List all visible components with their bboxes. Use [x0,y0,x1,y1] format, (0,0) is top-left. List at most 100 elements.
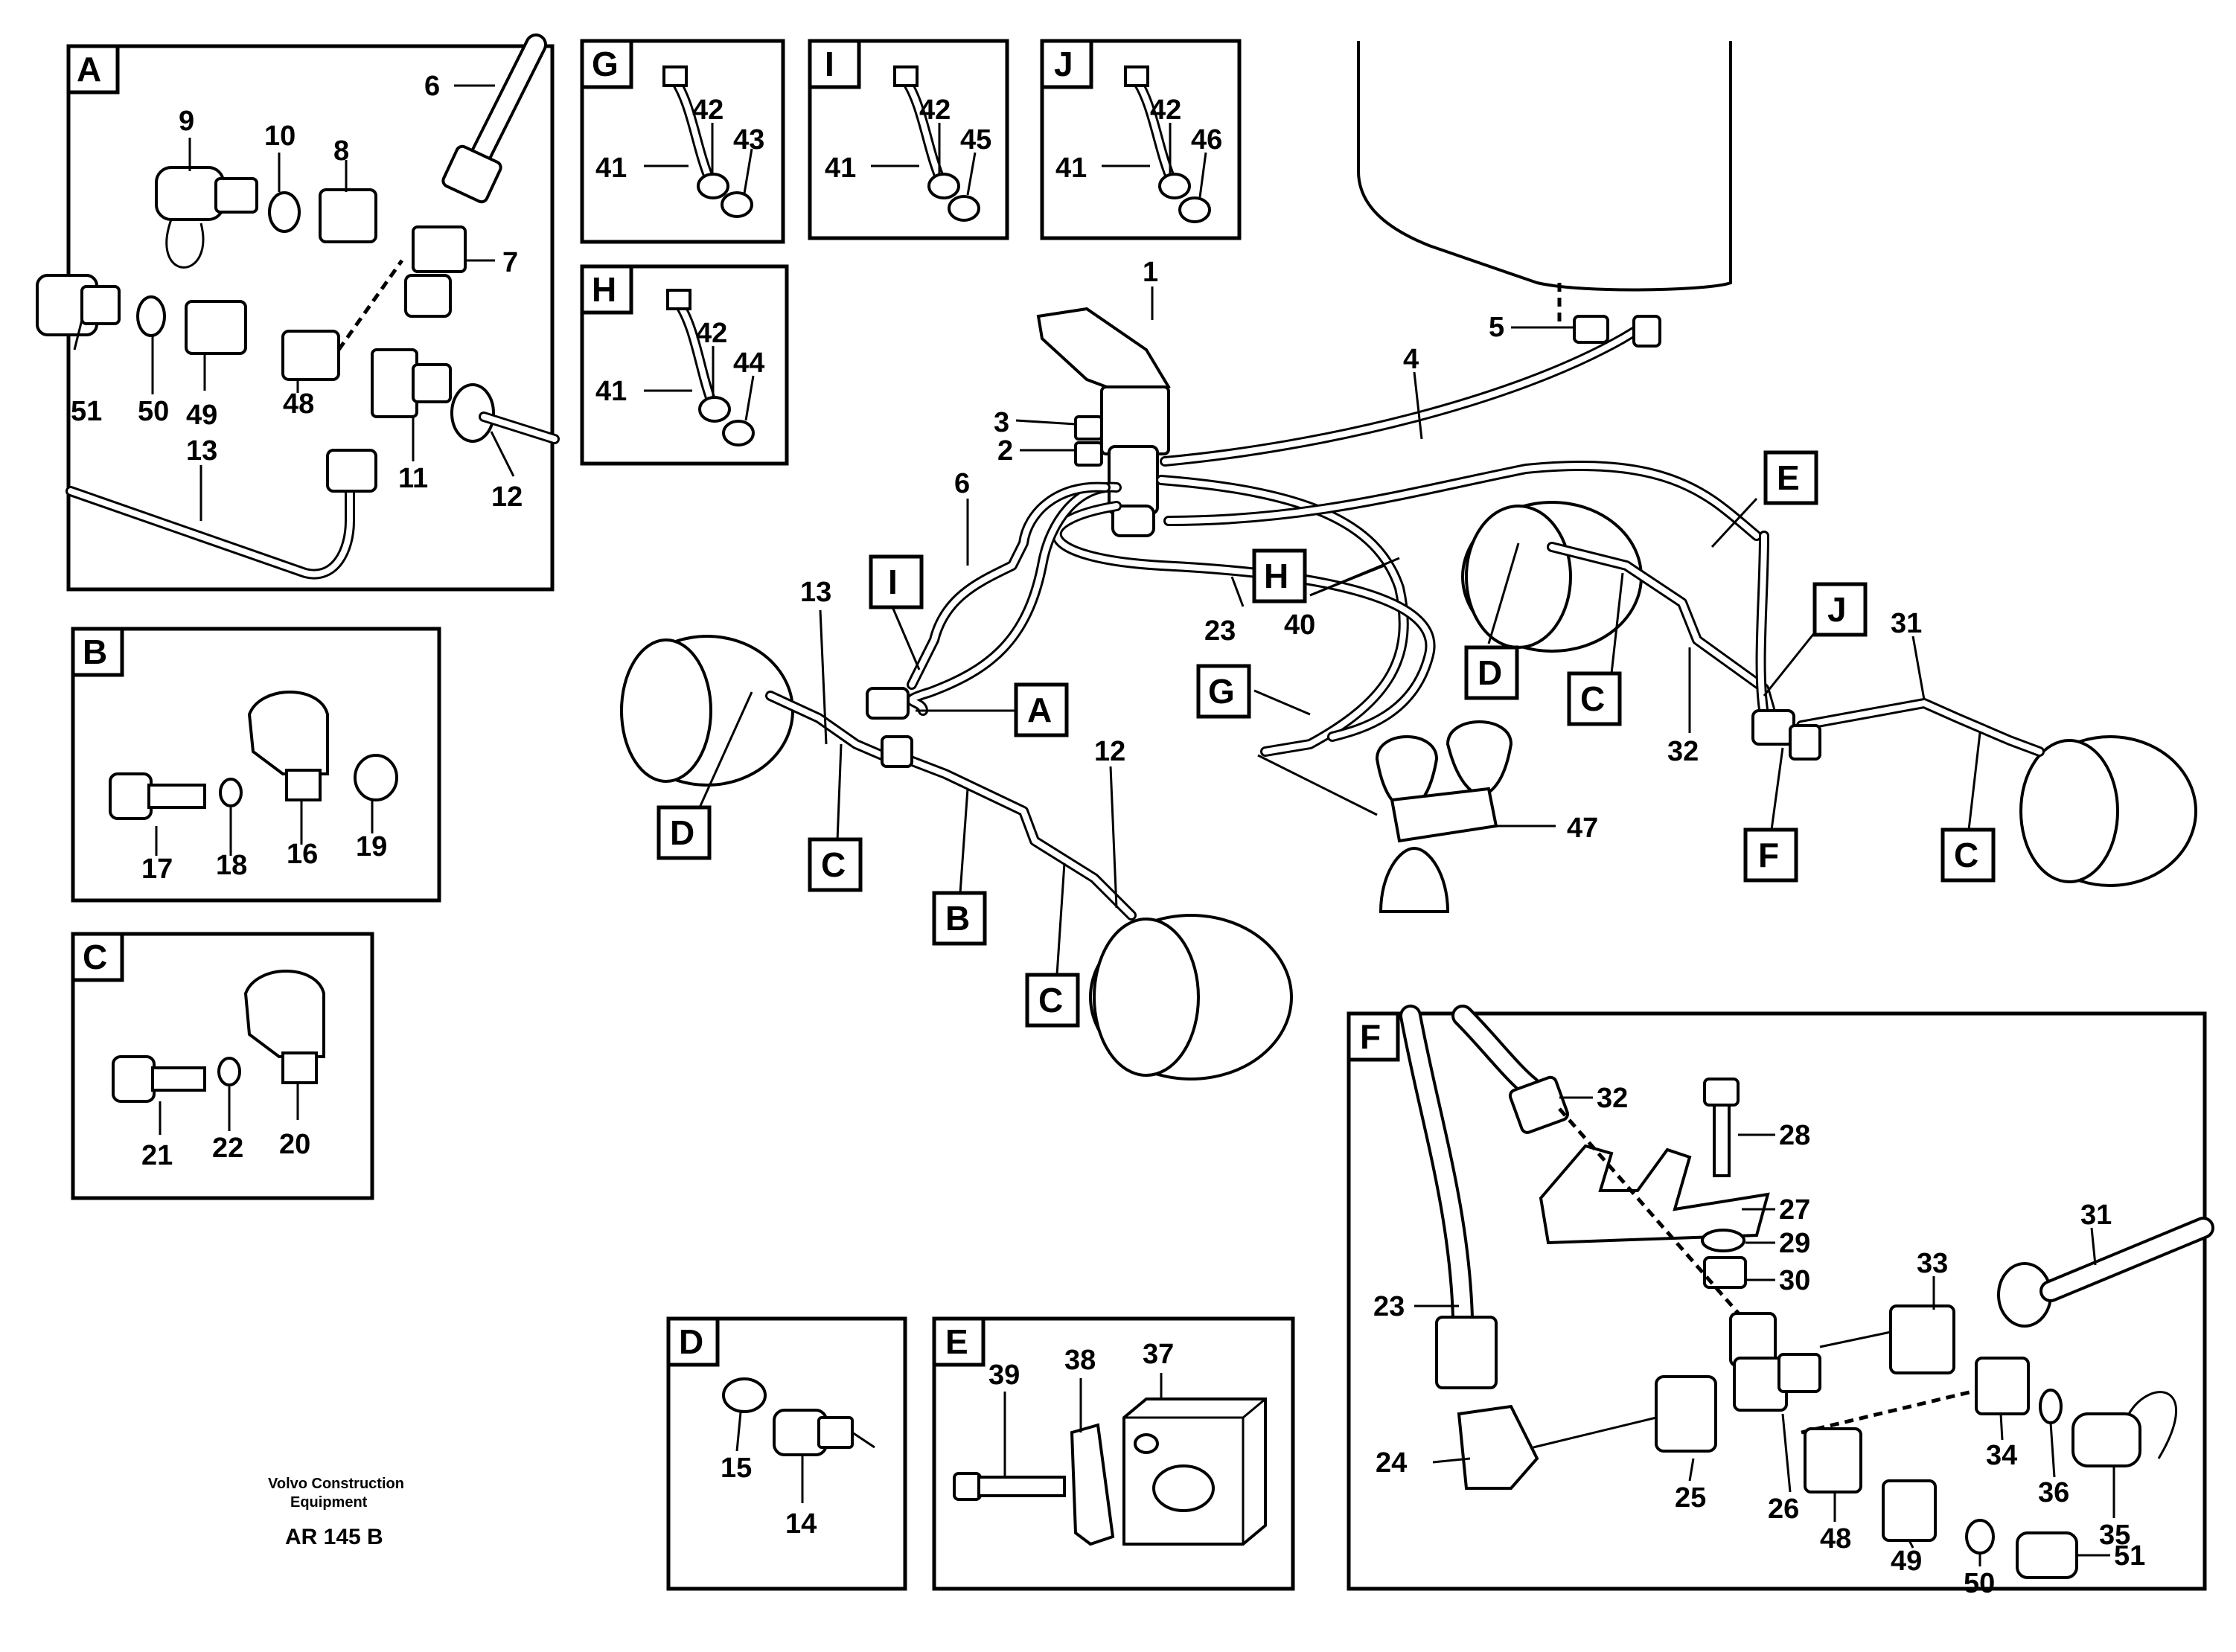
inset-f-letter: F [1360,1017,1381,1056]
inset-h: H 42 44 41 [580,264,789,466]
tag-f: F [1743,747,1798,883]
inset-a-label: 6 [424,71,440,102]
inset-h-tag [580,264,633,315]
inset-i-label: 45 [960,124,991,156]
tag-g: G [1196,664,1311,719]
inset-a-label: 49 [186,400,217,431]
main-label: 32 [1667,736,1699,767]
main-label: 5 [1489,312,1504,343]
main-label: 31 [1891,608,1922,639]
inset-h-label: 44 [733,348,764,379]
svg-text:H: H [1264,557,1288,595]
inset-d: D 15 14 [666,1316,907,1591]
inset-e: E 39 38 37 [932,1316,1295,1591]
inset-a-label: 50 [138,396,169,427]
tag-i: I [869,554,924,670]
inset-d-letter: D [679,1322,703,1361]
main-label: 1 [1143,257,1158,288]
tee-fitting [866,687,910,720]
inset-c-letter: C [83,938,107,976]
inset-j-label: 46 [1191,124,1222,156]
svg-text:D: D [670,813,694,852]
inset-c-label: 21 [141,1140,173,1171]
inset-f-label: 50 [1964,1568,1995,1599]
inset-f-label: 35 [2099,1520,2130,1551]
inset-a-label: 7 [502,247,518,278]
tag-c: C [1940,732,1996,883]
inset-e-label: 39 [988,1360,1020,1391]
main-label: 2 [997,435,1013,467]
inset-j-label: 42 [1150,95,1181,126]
inset-e-label: 37 [1143,1339,1174,1370]
inset-b-label: 19 [356,831,387,862]
tag-d: D [1464,542,1520,700]
inset-d-label: 14 [785,1508,817,1540]
inset-h-letter: H [592,270,616,309]
inset-c-tag [71,932,124,982]
inset-f-label: 28 [1779,1120,1810,1151]
tag-a: A [916,682,1069,737]
main-label: 47 [1567,813,1598,844]
tag-h: H [1252,548,1307,604]
main-label: 23 [1204,615,1236,647]
inset-g-label: 43 [733,124,764,156]
inset-a-label: 12 [491,481,523,513]
inset-f-label: 23 [1373,1291,1405,1322]
inset-g-label: 42 [692,95,723,126]
inset-b-label: 17 [141,854,173,885]
inset-f-tag [1347,1011,1400,1062]
footer-maker-2: Equipment [290,1494,368,1511]
fuel-tank [1357,41,1732,292]
inset-a-label: 13 [186,435,217,467]
svg-text:C: C [1954,836,1978,874]
svg-text:D: D [1478,653,1502,692]
inset-i-label: 42 [919,95,951,126]
inset-j-letter: J [1054,45,1073,83]
main-label: 13 [800,577,831,608]
inset-b-label: 16 [287,839,318,870]
inset-f-label: 48 [1820,1523,1851,1555]
inset-e-label: 38 [1064,1345,1096,1376]
inset-a-label: 48 [283,388,314,420]
inset-f: F [1347,1005,2214,1599]
footer: Volvo Construction Equipment AR 145 B [268,1476,404,1549]
inset-j-label: 41 [1055,153,1087,184]
inset-d-tag [666,1316,720,1367]
inset-f-label: 26 [1768,1493,1799,1525]
svg-text:C: C [1580,679,1605,718]
inset-a-label: 10 [264,121,296,152]
inset-a-label: 9 [179,106,194,137]
inset-f-label: 33 [1917,1248,1948,1279]
inset-c: C 21 22 20 [71,932,374,1200]
inset-a-label: 11 [398,463,428,494]
inset-a: A [36,33,560,592]
inset-i-tag [808,39,861,89]
inset-a-label: 51 [71,396,102,427]
inset-f-label: 27 [1779,1194,1810,1226]
main-label: 12 [1094,736,1125,767]
inset-i: I 42 45 41 [808,39,1009,240]
tee-fitting [1751,709,1795,746]
inset-f-label: 32 [1597,1083,1628,1114]
inset-a-tag [66,44,120,95]
inset-b-letter: B [83,633,107,671]
inset-f-label: 51 [2114,1540,2145,1572]
inset-i-letter: I [825,45,834,83]
inset-g-tag [580,39,633,89]
inset-j-tag [1040,39,1093,89]
main-label: 40 [1284,609,1315,641]
svg-text:J: J [1827,590,1847,629]
svg-text:B: B [945,899,970,938]
tag-c: C [1025,862,1080,1028]
svg-text:C: C [1038,981,1063,1019]
inset-g-label: 41 [595,153,627,184]
inset-f-label: 31 [2080,1200,2112,1231]
svg-text:E: E [1777,458,1800,497]
main-label: 6 [954,468,970,499]
inset-b-label: 18 [216,850,247,881]
svg-text:F: F [1758,836,1779,874]
inset-e-letter: E [945,1322,968,1361]
inset-d-label: 15 [721,1453,752,1484]
svg-text:G: G [1208,672,1235,711]
